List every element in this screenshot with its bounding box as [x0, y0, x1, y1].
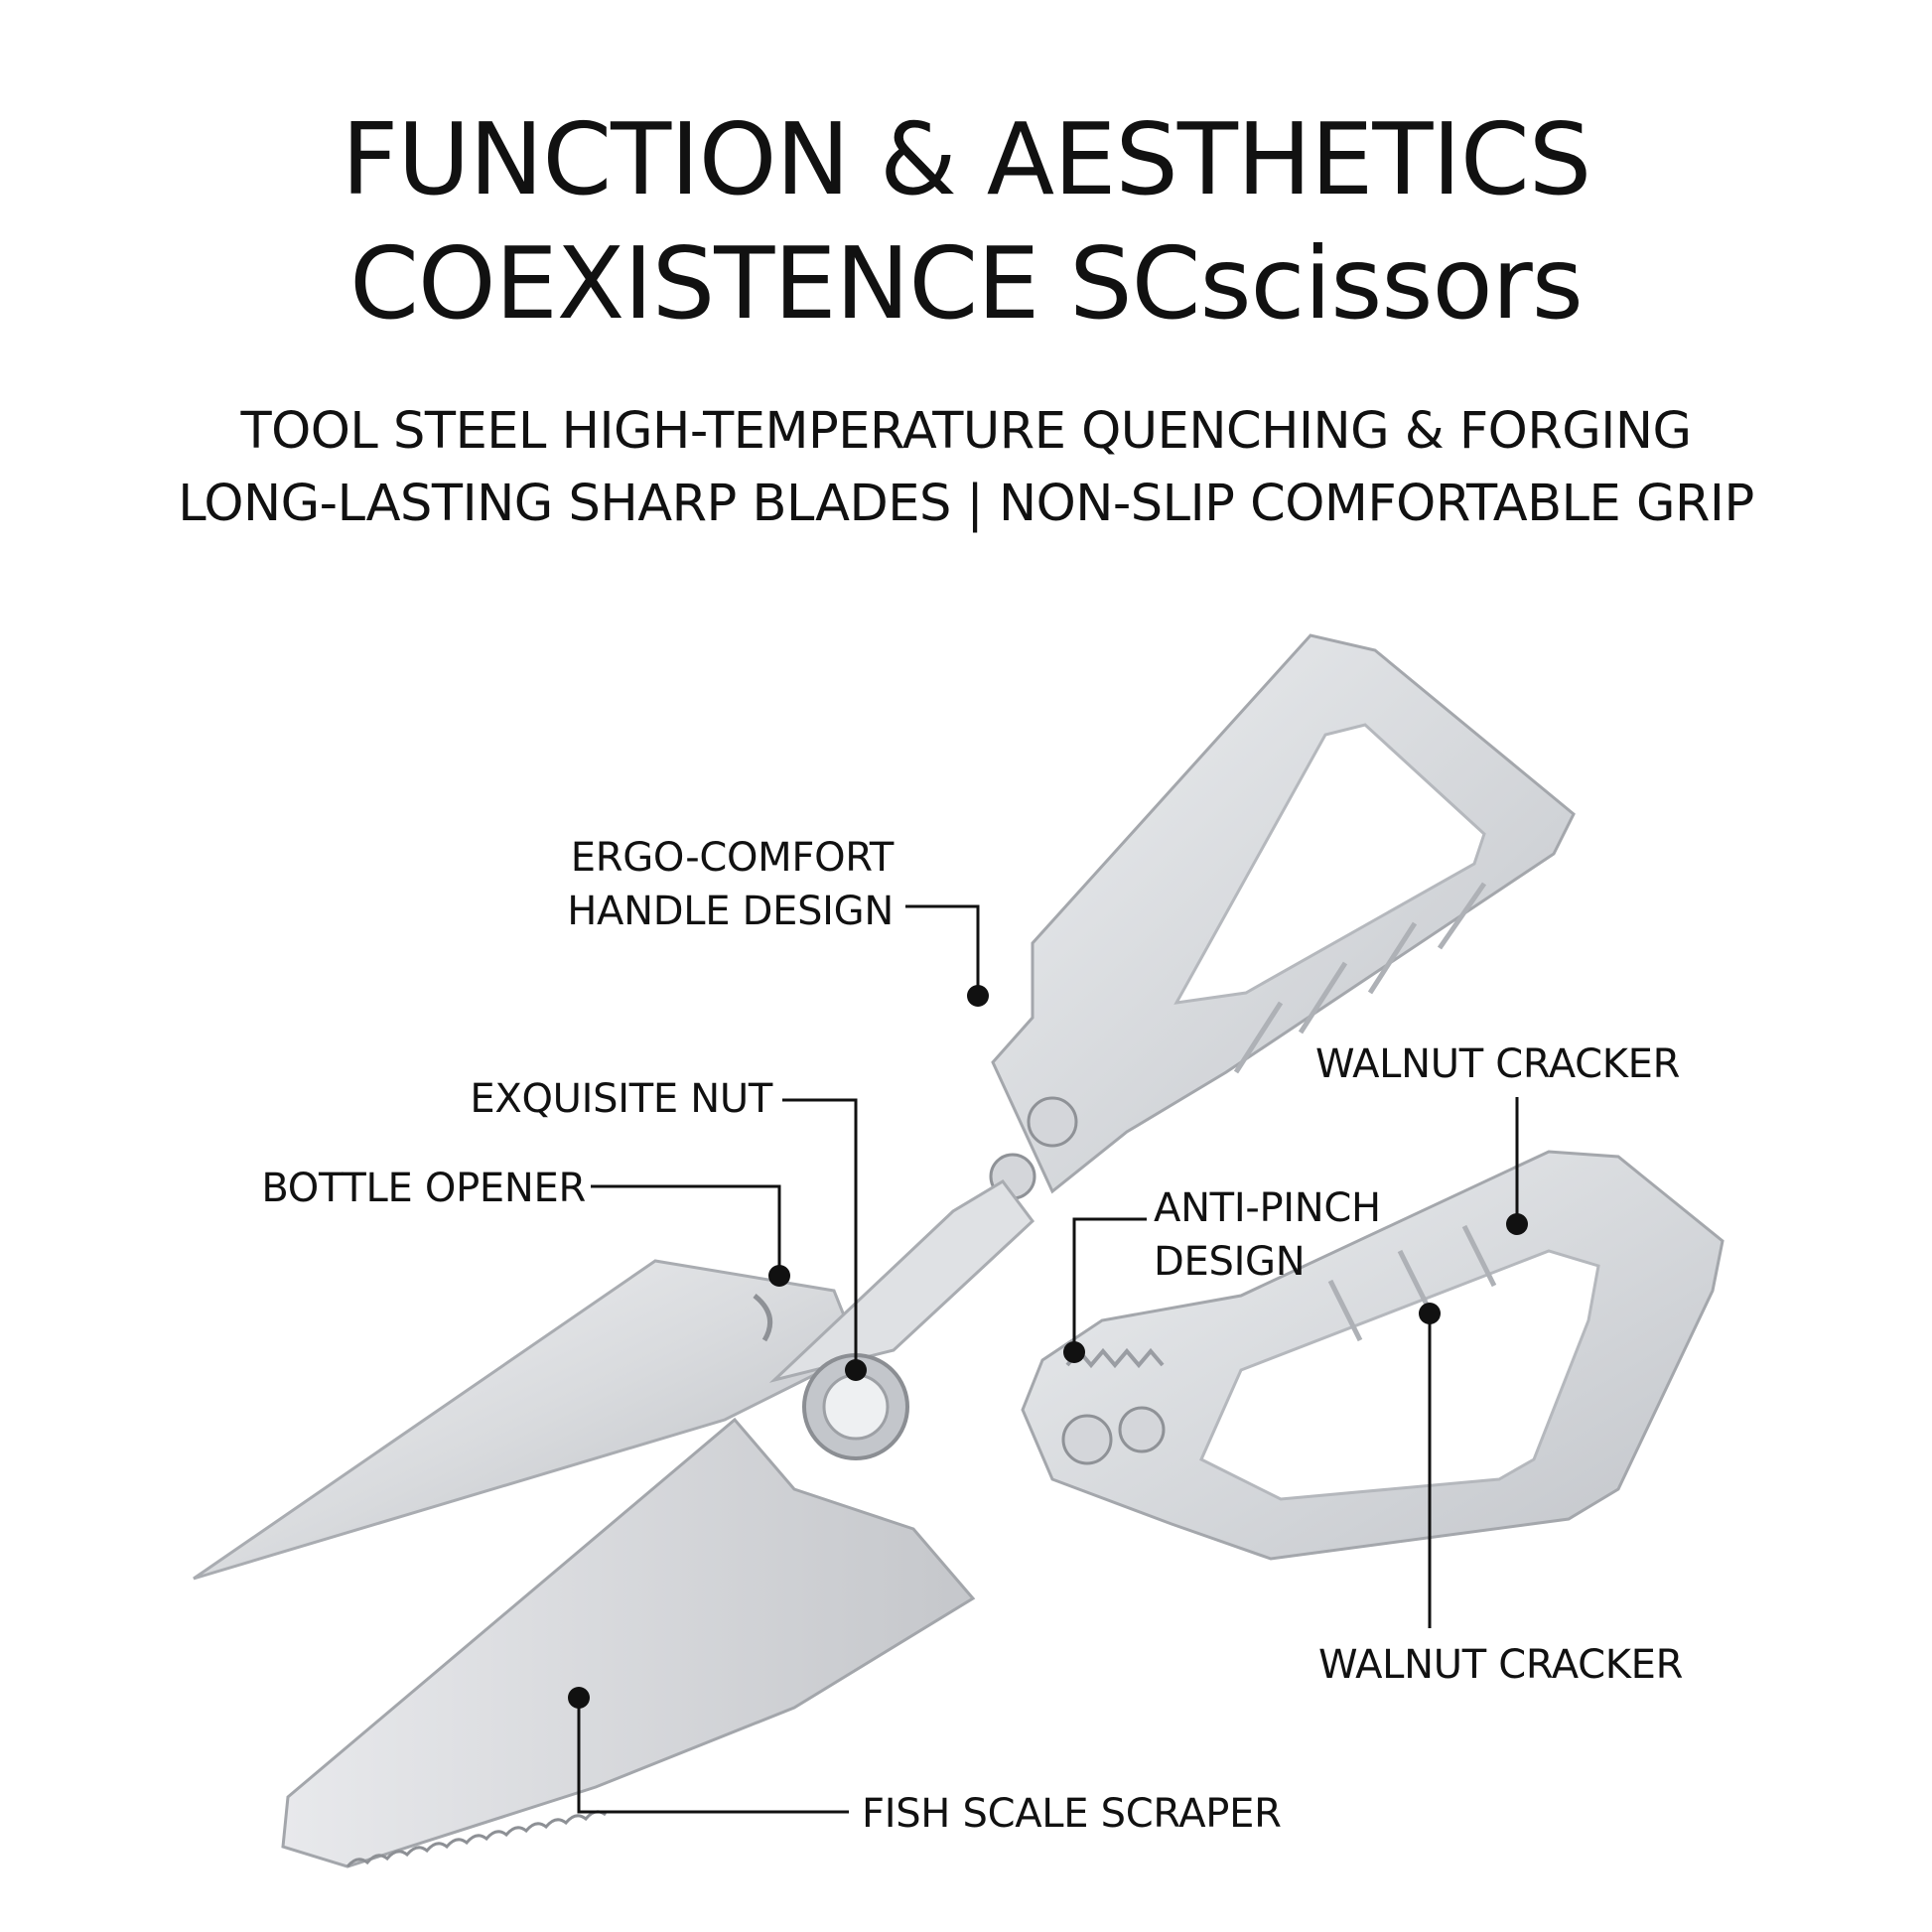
callout-exquisite-nut: EXQUISITE NUT — [470, 1076, 772, 1122]
leader-lines — [577, 904, 1519, 1814]
callout-fish-scale-scraper: FISH SCALE SCRAPER — [862, 1791, 1282, 1837]
title-line-1: FUNCTION & AESTHETICS — [341, 101, 1591, 217]
callout-anti-pinch-line-2: DESIGN — [1154, 1239, 1306, 1285]
callout-anti-pinch-line-1: ANTI-PINCH — [1154, 1185, 1381, 1231]
pivot-nut — [802, 1353, 909, 1460]
subtitle-line-1: TOOL STEEL HIGH-TEMPERATURE QUENCHING & … — [240, 402, 1692, 461]
upper-handle — [989, 633, 1576, 1200]
subtitle-line-2: LONG-LASTING SHARP BLADES | NON-SLIP COM… — [178, 475, 1754, 533]
callout-ergo-comfort: ERGO-COMFORT HANDLE DESIGN — [516, 831, 894, 938]
callout-bottle-opener: BOTTLE OPENER — [261, 1166, 586, 1211]
title-line-2: COEXISTENCE SCscissors — [349, 225, 1584, 342]
leader-dots — [568, 985, 1528, 1709]
page-title: FUNCTION & AESTHETICS COEXISTENCE SCscis… — [0, 97, 1932, 345]
callout-walnut-cracker-top: WALNUT CRACKER — [1315, 1041, 1681, 1087]
serrated-edge — [345, 1810, 607, 1867]
callout-ergo-line-2: HANDLE DESIGN — [567, 889, 894, 934]
callout-walnut-cracker-bottom: WALNUT CRACKER — [1318, 1642, 1684, 1688]
lower-handle — [1021, 1150, 1725, 1561]
upper-blade-arm — [768, 1179, 1035, 1383]
bottle-opener-notch — [753, 1294, 773, 1342]
callout-anti-pinch: ANTI-PINCH DESIGN — [1154, 1181, 1381, 1289]
callout-ergo-line-1: ERGO-COMFORT — [570, 835, 895, 881]
nut-rosette-icon — [1061, 1406, 1166, 1465]
page-subtitle: TOOL STEEL HIGH-TEMPERATURE QUENCHING & … — [0, 395, 1932, 540]
lower-blade — [281, 1417, 976, 1868]
